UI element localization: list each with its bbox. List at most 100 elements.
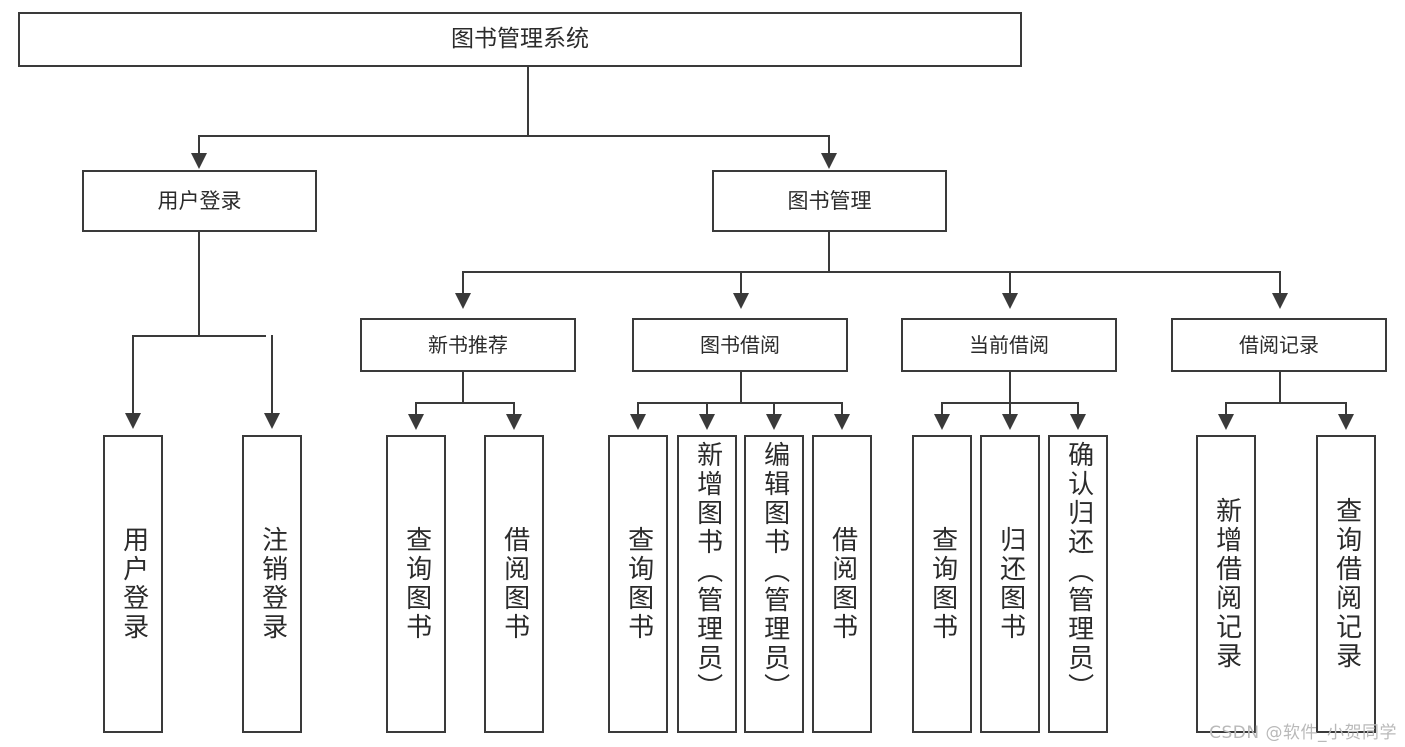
connector-book-management-stem (828, 232, 830, 273)
leaf-current-borrow-return-books[interactable]: 归还图书 (980, 435, 1040, 733)
leaf-new-book-query-books[interactable]: 查询图书 (386, 435, 446, 733)
leaf-user-login-logout[interactable]: 注销登录 (242, 435, 302, 733)
arrowhead-current-borrow-1 (934, 414, 950, 430)
arrowhead-user-login-1 (125, 413, 141, 429)
arrowhead-book-borrow-4 (834, 414, 850, 430)
node-new-book-recommend[interactable]: 新书推荐 (360, 318, 576, 372)
connector-user-login-bar (132, 335, 266, 337)
leaf-text-wrap: 借阅图书 (486, 437, 542, 731)
node-label: 归还图书 (995, 526, 1026, 642)
connector-new-book-stem (462, 372, 464, 403)
node-label: 借阅记录 (1239, 332, 1319, 357)
node-label: 确认归还（管理员） (1063, 441, 1094, 702)
node-label: 编辑图书（管理员） (759, 441, 790, 702)
node-label: 图书管理 (787, 188, 872, 213)
connector-level2-bar (462, 271, 1280, 273)
node-current-borrow[interactable]: 当前借阅 (901, 318, 1117, 372)
connector-current-borrow-branch-3 (1077, 402, 1079, 416)
leaf-current-borrow-confirm-return-admin[interactable]: 确认归还（管理员） (1048, 435, 1108, 733)
connector-borrow-record-branch-1 (1225, 402, 1227, 416)
connector-user-login-stem (198, 232, 200, 336)
connector-to-book-management (828, 135, 830, 155)
connector-root-bar (198, 135, 829, 137)
connector-to-user-login (198, 135, 200, 155)
node-label: 注销登录 (257, 526, 288, 642)
arrowhead-book-borrow-2 (699, 414, 715, 430)
arrowhead-user-login-2 (264, 413, 280, 429)
leaf-book-borrow-borrow-books[interactable]: 借阅图书 (812, 435, 872, 733)
node-label: 查询图书 (623, 526, 654, 642)
connector-book-borrow-bar (637, 402, 842, 404)
node-user-login[interactable]: 用户登录 (82, 170, 317, 232)
node-label: 查询借阅记录 (1331, 497, 1362, 671)
leaf-text-wrap: 确认归还（管理员） (1050, 437, 1106, 731)
connector-current-borrow-branch-1 (941, 402, 943, 416)
connector-to-borrow-record (1279, 271, 1281, 295)
arrowhead-to-current-borrow (1002, 293, 1018, 309)
connector-new-book-branch-1 (415, 402, 417, 416)
leaf-text-wrap: 编辑图书（管理员） (746, 437, 802, 731)
arrowhead-to-book-borrow (733, 293, 749, 309)
arrowhead-to-new-book-recommend (455, 293, 471, 309)
arrowhead-book-borrow-3 (766, 414, 782, 430)
node-label: 新书推荐 (428, 332, 508, 357)
connector-new-book-bar (415, 402, 514, 404)
arrowhead-current-borrow-2 (1002, 414, 1018, 430)
arrowhead-to-user-login (191, 153, 207, 169)
node-root-book-management-system[interactable]: 图书管理系统 (18, 12, 1022, 67)
connector-current-borrow-branch-2 (1009, 402, 1011, 416)
arrowhead-borrow-record-2 (1338, 414, 1354, 430)
connector-to-book-borrow (740, 271, 742, 295)
arrowhead-new-book-1 (408, 414, 424, 430)
leaf-text-wrap: 归还图书 (982, 437, 1038, 731)
connector-root-stem (527, 67, 529, 136)
leaf-text-wrap: 用户登录 (105, 437, 161, 731)
leaf-text-wrap: 查询图书 (914, 437, 970, 731)
arrowhead-to-borrow-record (1272, 293, 1288, 309)
leaf-book-borrow-add-book-admin[interactable]: 新增图书（管理员） (677, 435, 737, 733)
node-label: 当前借阅 (969, 332, 1049, 357)
connector-new-book-branch-2 (513, 402, 515, 416)
leaf-user-login-login[interactable]: 用户登录 (103, 435, 163, 733)
leaf-new-book-borrow-books[interactable]: 借阅图书 (484, 435, 544, 733)
arrowhead-to-book-management (821, 153, 837, 169)
connector-borrow-record-branch-2 (1345, 402, 1347, 416)
leaf-text-wrap: 查询借阅记录 (1318, 437, 1374, 731)
leaf-text-wrap: 新增借阅记录 (1198, 437, 1254, 731)
connector-book-borrow-branch-4 (841, 402, 843, 416)
node-label: 图书借阅 (700, 332, 780, 357)
node-book-management[interactable]: 图书管理 (712, 170, 947, 232)
node-book-borrow[interactable]: 图书借阅 (632, 318, 848, 372)
node-label: 用户登录 (118, 526, 149, 642)
node-label: 借阅图书 (827, 526, 858, 642)
connector-borrow-record-stem (1279, 372, 1281, 403)
connector-book-borrow-branch-2 (706, 402, 708, 416)
arrowhead-book-borrow-1 (630, 414, 646, 430)
node-label: 图书管理系统 (451, 26, 589, 53)
node-label: 新增借阅记录 (1211, 497, 1242, 671)
node-label: 查询图书 (401, 526, 432, 642)
leaf-book-borrow-query-books[interactable]: 查询图书 (608, 435, 668, 733)
leaf-text-wrap: 借阅图书 (814, 437, 870, 731)
leaf-current-borrow-query-books[interactable]: 查询图书 (912, 435, 972, 733)
connector-current-borrow-stem (1009, 372, 1011, 403)
arrowhead-borrow-record-1 (1218, 414, 1234, 430)
connector-to-current-borrow (1009, 271, 1011, 295)
leaf-text-wrap: 查询图书 (610, 437, 666, 731)
arrowhead-current-borrow-3 (1070, 414, 1086, 430)
node-label: 查询图书 (927, 526, 958, 642)
leaf-book-borrow-edit-book-admin[interactable]: 编辑图书（管理员） (744, 435, 804, 733)
connector-user-login-branch-2 (271, 335, 273, 415)
connector-user-login-branch-1 (132, 335, 134, 415)
leaf-borrow-record-add-record[interactable]: 新增借阅记录 (1196, 435, 1256, 733)
connector-book-borrow-branch-1 (637, 402, 639, 416)
node-label: 新增图书（管理员） (692, 441, 723, 702)
node-borrow-record[interactable]: 借阅记录 (1171, 318, 1387, 372)
node-label: 借阅图书 (499, 526, 530, 642)
arrowhead-new-book-2 (506, 414, 522, 430)
leaf-borrow-record-query-record[interactable]: 查询借阅记录 (1316, 435, 1376, 733)
connector-borrow-record-bar (1225, 402, 1346, 404)
connector-book-borrow-stem (740, 372, 742, 403)
connector-to-new-book-recommend (462, 271, 464, 295)
